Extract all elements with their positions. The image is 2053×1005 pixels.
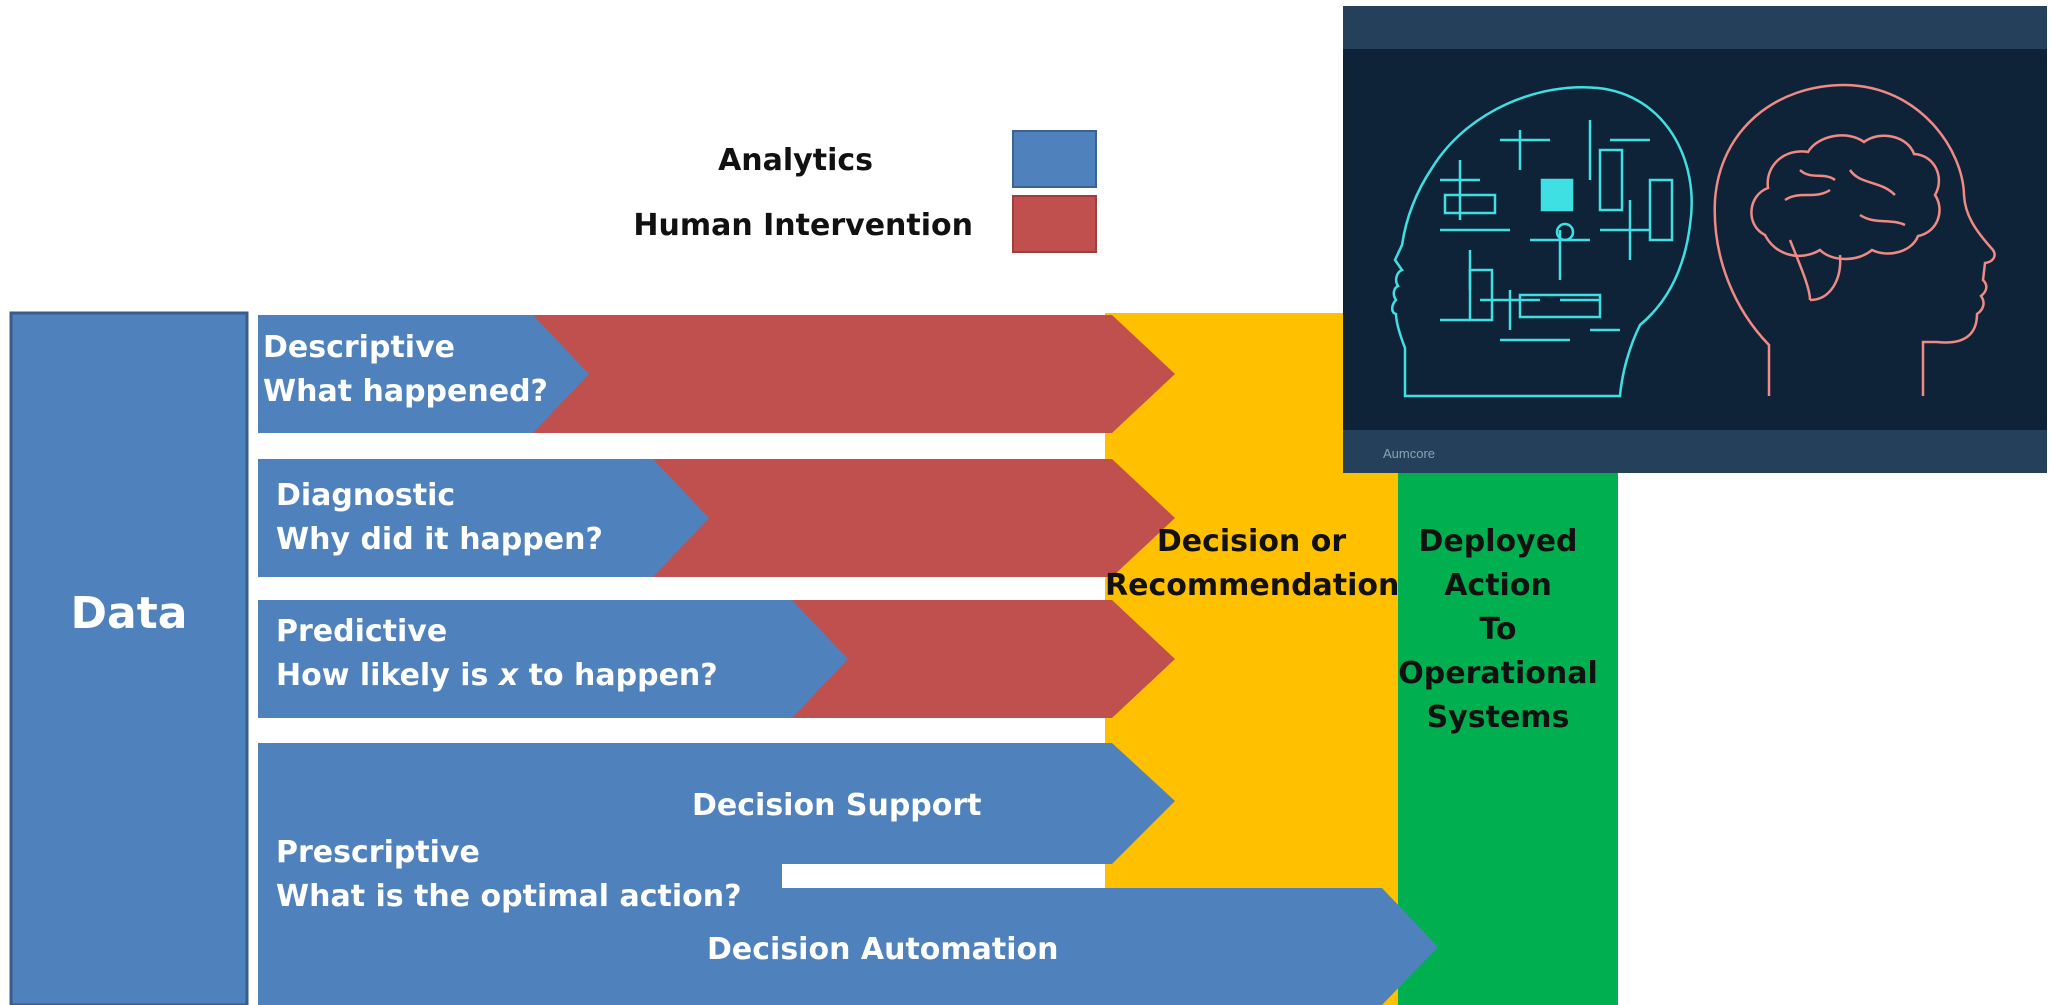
decision-recommendation-label: Decision or Recommendation (1105, 524, 1400, 603)
stage-name: Prescriptive (276, 835, 480, 870)
stage-name: Descriptive (263, 330, 455, 365)
predictive-arrow (258, 600, 1175, 718)
stage-name: Diagnostic (276, 478, 456, 513)
decision-automation-label: Decision Automation (707, 932, 1059, 967)
predictive-label: Predictive How likely is x to happen? (276, 610, 718, 698)
diagnostic-arrow (258, 459, 1175, 577)
stage-name: Predictive (276, 614, 448, 649)
data-label: Data (70, 588, 188, 639)
stage-question: What happened? (263, 374, 548, 409)
legend-swatch-human (1012, 195, 1097, 253)
diagnostic-label: Diagnostic Why did it happen? (276, 474, 603, 562)
prescriptive-label: Prescriptive What is the optimal action? (276, 831, 742, 919)
ai-brain-inset (1343, 6, 2047, 473)
legend-label-human-intervention: Human Intervention (633, 208, 973, 243)
legend-swatch-analytics (1012, 130, 1097, 188)
deployed-block (1398, 470, 1618, 1005)
circuit-head-icon (1391, 86, 1693, 398)
decision-support-label: Decision Support (692, 788, 982, 823)
deployed-action-label: Deployed Action To Operational Systems (1398, 524, 1598, 735)
brain-head-icon (1713, 83, 1996, 396)
stage-question: What is the optimal action? (276, 879, 742, 914)
prescriptive-arrow-support (258, 743, 1175, 888)
descriptive-label: Descriptive What happened? (263, 326, 548, 414)
inset-caption: Aumcore (1383, 446, 1436, 461)
legend-label-analytics: Analytics (718, 143, 873, 178)
prescriptive-arrow-automation (258, 888, 1438, 1005)
stage-question: How likely is x to happen? (276, 658, 718, 693)
stage-question: Why did it happen? (276, 522, 603, 557)
data-block (9, 311, 249, 1005)
descriptive-arrow (258, 315, 1175, 433)
